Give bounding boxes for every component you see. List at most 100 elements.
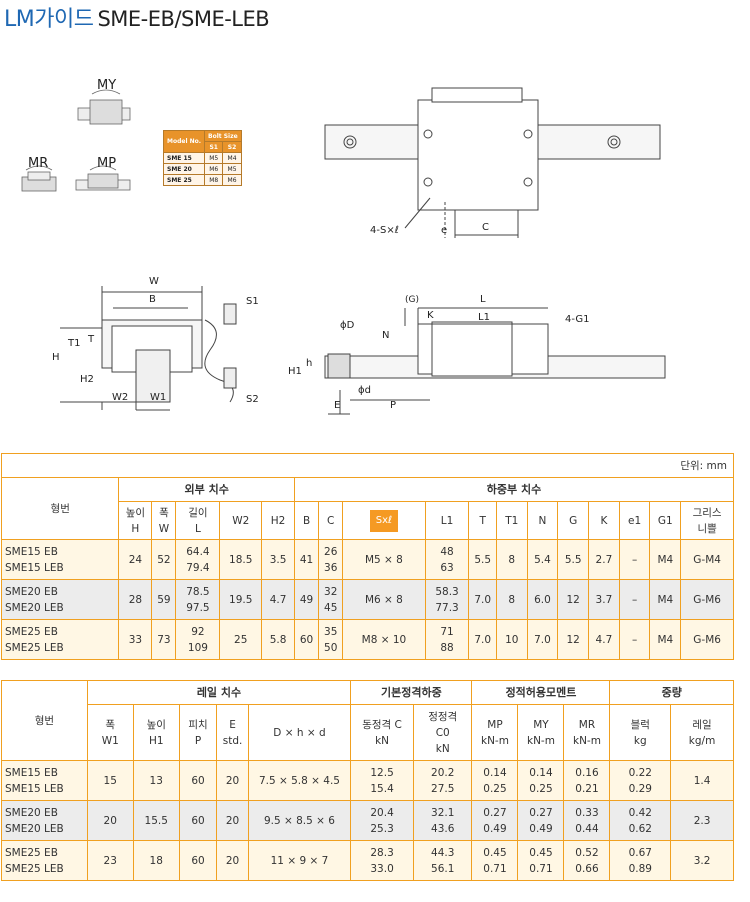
model-title: SME-EB/SME-LEB	[97, 7, 270, 31]
value-cell: 12	[557, 619, 590, 660]
value-cell: M4	[649, 619, 682, 660]
value-cell: –	[618, 539, 651, 580]
value-cell: 2.3	[670, 800, 734, 841]
value-cell: 59	[151, 579, 177, 620]
column-header: Sxℓ	[342, 501, 426, 540]
value-cell: 5.5	[468, 539, 497, 580]
value-cell: 25	[219, 619, 263, 660]
value-cell: 60	[178, 840, 218, 881]
value-cell: 8	[495, 539, 528, 580]
value-cell: G-M4	[680, 539, 734, 580]
sxl-label: 4-S×ℓ	[370, 225, 399, 236]
rail-dimensions-header: 레일 치수	[86, 680, 352, 705]
value-cell: 41	[293, 539, 320, 580]
bolt-cell: SME 25	[162, 174, 206, 186]
moment-mr-diagram	[21, 165, 57, 192]
h2-label: H2	[80, 374, 94, 385]
n-label: N	[382, 330, 389, 341]
value-cell: 4.7	[588, 619, 620, 660]
column-header: H2	[261, 501, 295, 540]
value-cell: 5.8	[261, 619, 295, 660]
phi-d-big-label: ϕD	[340, 320, 355, 331]
column-header: T	[468, 501, 497, 540]
h1-label: H1	[288, 366, 302, 377]
my-label: MY	[97, 78, 116, 93]
basic-load-rating-header: 기본정격하중	[350, 680, 473, 705]
value-cell: 15.5	[132, 800, 180, 841]
e1-label: e	[441, 225, 447, 236]
bolt-cell: SME 15	[162, 152, 206, 164]
w2-label: W2	[112, 392, 128, 403]
brand-title: LM가이드	[4, 7, 94, 32]
column-header: C	[318, 501, 344, 540]
value-cell: 60	[178, 760, 218, 801]
value-cell: 3.7	[588, 579, 620, 620]
value-cell: 3.5	[261, 539, 295, 580]
bolt-size-header: Bolt Size	[204, 130, 242, 142]
value-cell: 11 × 9 × 7	[247, 840, 352, 881]
mr-label: MR	[28, 156, 48, 171]
bolt-cell: SME 20	[162, 163, 206, 175]
technical-drawings: MY MR MP 4-S×ℓ e C	[21, 78, 666, 415]
value-cell: 4.7	[261, 579, 295, 620]
side-view-drawing	[324, 307, 666, 415]
value-cell: 24	[118, 539, 153, 580]
value-cell: 10	[495, 619, 528, 660]
model-header: 형번	[0, 477, 120, 540]
value-cell: 6.0	[526, 579, 559, 620]
table-row: SME 15 M5 M4	[162, 152, 242, 164]
value-cell: 12	[557, 579, 590, 620]
value-cell: 20	[216, 760, 249, 801]
table-row: SME 20 M6 M5	[162, 163, 242, 175]
outer-dimensions-header: 외부 치수	[118, 477, 295, 502]
value-cell: 60	[178, 800, 218, 841]
bolt-cell: M6	[204, 163, 224, 175]
l-label: L	[480, 294, 486, 305]
model-header: 형번	[1, 680, 88, 761]
w-label: W	[149, 276, 159, 287]
value-cell: 7.0	[526, 619, 559, 660]
value-cell: 20	[216, 800, 249, 841]
value-cell: 3.2	[670, 840, 734, 881]
value-cell: M5 × 8	[342, 539, 426, 580]
value-cell: 7.0	[468, 619, 497, 660]
c-label: C	[482, 222, 489, 233]
h-label: H	[52, 352, 60, 363]
value-cell: 18	[132, 840, 180, 881]
column-header: N	[526, 501, 559, 540]
value-cell: 13	[132, 760, 180, 801]
value-cell: 73	[151, 619, 177, 660]
s1-label: S1	[246, 296, 259, 307]
